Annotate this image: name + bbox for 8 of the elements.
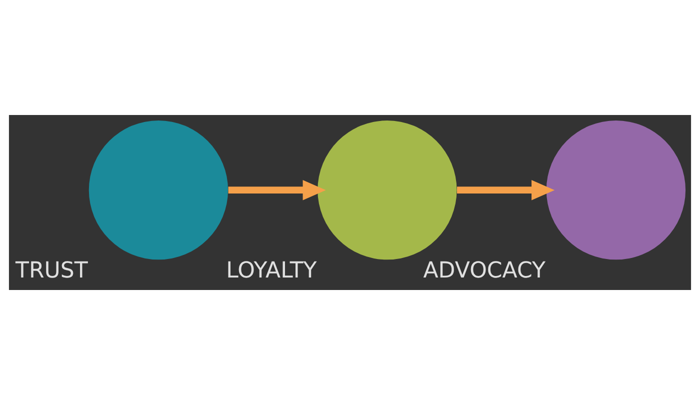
arrow	[457, 180, 555, 200]
node-label: TRUST	[16, 258, 88, 284]
node-circle	[546, 120, 686, 260]
node-label: LOYALTY	[226, 258, 317, 284]
node-circle	[88, 120, 228, 260]
node-label: ADVOCACY	[423, 258, 546, 284]
arrow	[228, 180, 326, 200]
node-circle	[318, 120, 457, 260]
